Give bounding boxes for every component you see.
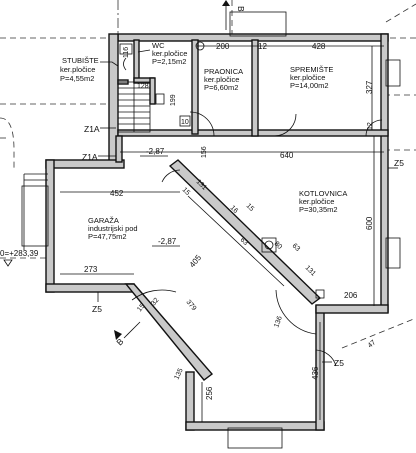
levels: -2,87 -2,87 0=+283,39 [0,147,180,267]
dim-63b: 63 [239,236,250,247]
kotlovnica-name: KOTLOVNICA [299,189,347,198]
dim-32: 32 [150,297,160,308]
dim-15b: 15 [245,202,256,213]
level-2: -2,87 [158,237,177,246]
dim-128: 128 [137,83,149,90]
dim-10: 10 [181,119,189,126]
dim-405: 405 [188,253,204,269]
dim-600: 600 [365,216,374,230]
dim-156: 156 [201,146,208,158]
stairs [117,81,151,133]
windows [21,11,401,449]
dim-199: 199 [170,94,177,106]
dim-256: 256 [205,386,214,400]
spremiste-name: SPREMIŠTE [290,65,333,74]
praonica-floor: ker.pločice [204,75,239,84]
praonica-area: P=6,60m2 [204,83,238,92]
dim-206: 206 [344,291,358,300]
boiler-icon [264,240,274,250]
section-arrow-icon [222,0,230,6]
dim-131b: 131 [304,264,317,277]
praonica-name: PRAONICA [204,67,243,76]
dim-80: 80 [273,240,284,251]
stubiste-name: STUBIŠTE [62,56,99,65]
dim-15: 15 [181,186,192,197]
dim-436: 436 [311,366,320,380]
doors [131,111,383,367]
section-arrow-icon-2 [114,330,122,340]
stubiste-leader [100,61,119,67]
dim-135: 135 [173,367,184,381]
dim-116: 116 [123,47,130,58]
dim-63: 63 [291,242,302,253]
wc-floor: ker.pločice [152,49,187,58]
dim-428: 428 [312,42,326,51]
interior-walls [115,39,389,305]
dim-47: 47 [367,339,378,349]
spremiste-floor: ker.pločice [290,73,325,82]
dim-15c: 15 [136,303,146,314]
garaza-name: GARAŽA [88,216,119,225]
tag-z5-1: Z5 [92,304,102,314]
room-labels: STUBIŠTE ker.pločice P=4,55m2 WC ker.plo… [60,41,347,241]
dimension-lines [60,45,384,422]
garaza-floor: industrijski pod [88,224,138,233]
wc-leader [137,49,151,53]
dim-640: 640 [280,151,294,160]
dim-273: 273 [84,265,98,274]
tag-z1a-1: Z1A [84,124,100,134]
section-b-top: B [236,6,246,12]
stubiste-floor: ker.pločice [60,65,95,74]
dim-452: 452 [110,189,124,198]
wc-area: P=2,15m2 [152,57,186,66]
spremiste-area: P=14,00m2 [290,81,329,90]
entrance-steps [23,173,48,250]
dim-327: 327 [365,80,374,94]
fixtures [119,41,325,299]
tag-z1a-2: Z1A [82,152,98,162]
dim-200: 200 [216,42,230,51]
kotlovnica-area: P=30,35m2 [299,205,338,214]
wall-tags: Z1A Z1A Z5 Z5 Z5 [82,124,404,368]
tag-z5-3: Z5 [394,158,404,168]
dim-136: 136 [273,315,284,328]
level-1: -2,87 [146,147,165,156]
wc-name: WC [152,41,165,50]
dim-16: 16 [229,204,240,215]
tag-z5-2: Z5 [334,358,344,368]
kotlovnica-floor: ker.pločice [299,197,334,206]
section-markers: B B [114,0,246,347]
dim-379: 379 [184,299,197,313]
section-b-bottom: B [114,336,125,347]
ext-level: 0=+283,39 [0,249,39,258]
dim-12a: 12 [258,42,267,51]
level-marker-icon [3,259,13,267]
grid-lines [0,0,416,349]
garaza-area: P=47,75m2 [88,232,127,241]
stubiste-area: P=4,55m2 [60,74,94,83]
dim-12b: 12 [367,122,374,130]
